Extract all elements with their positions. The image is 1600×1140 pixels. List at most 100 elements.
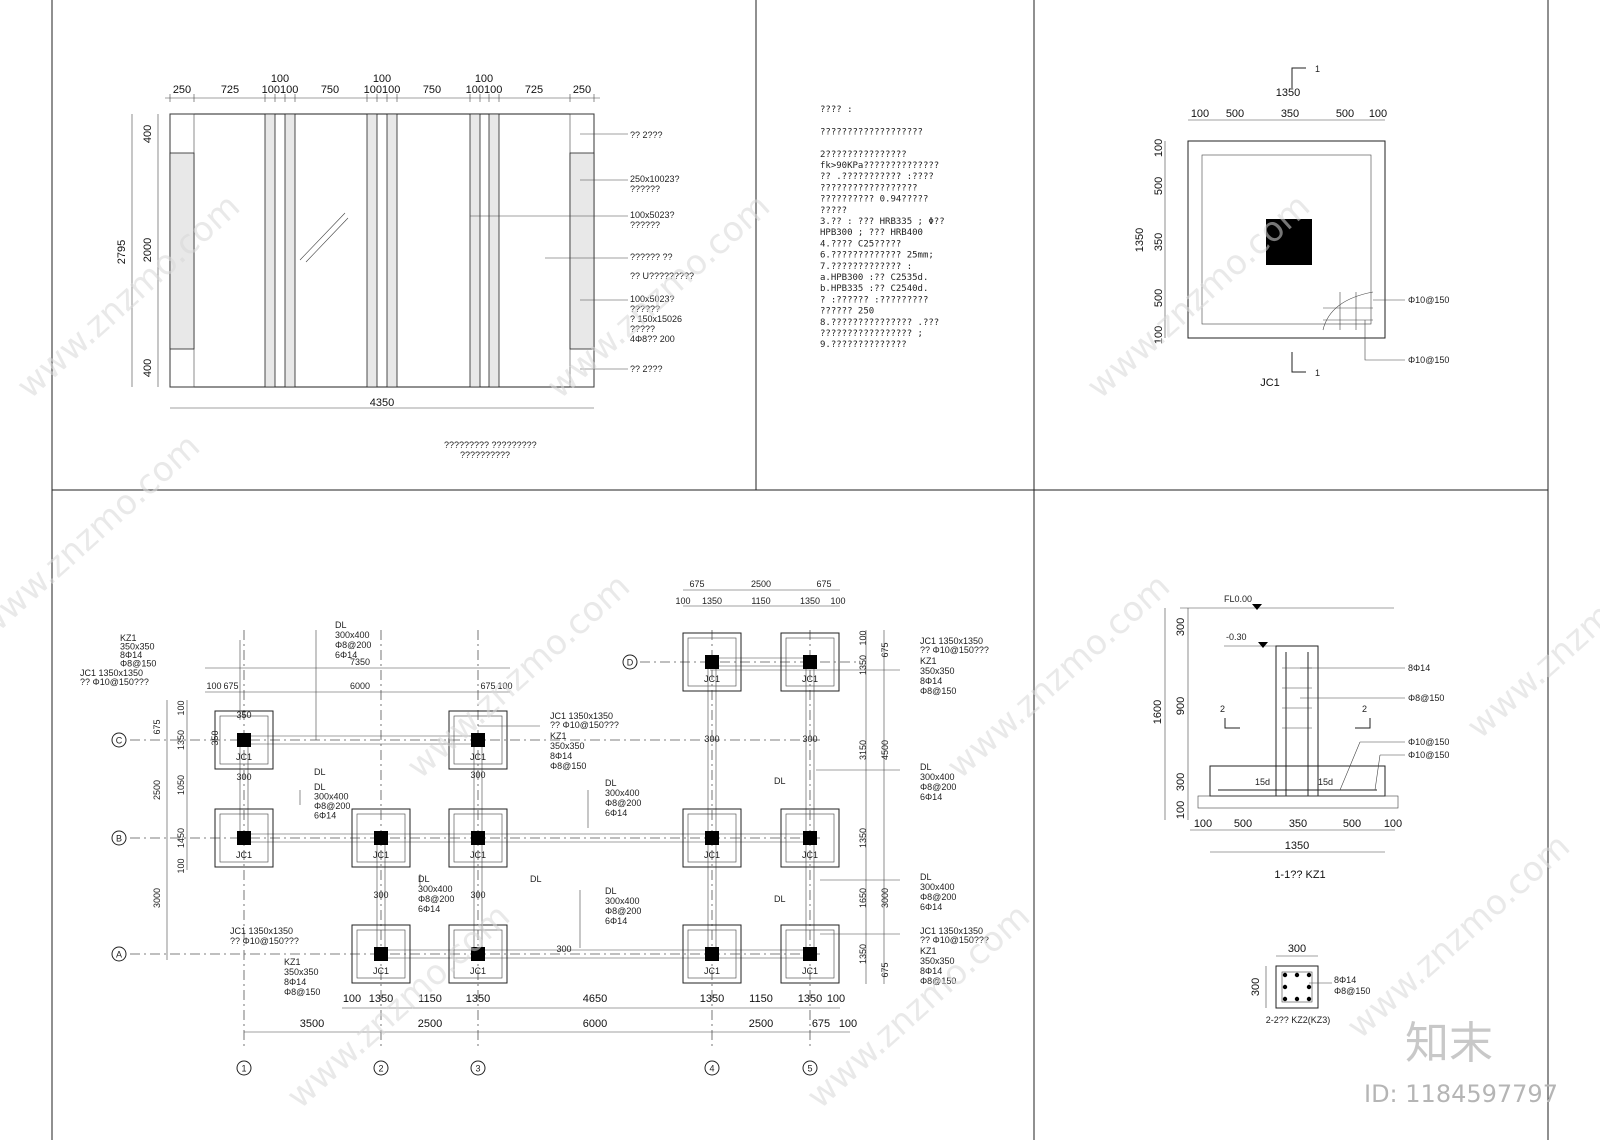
note-line-8: ?????????? 0.94????? [820, 195, 928, 205]
footing-section [1209, 765, 1386, 797]
kz1-label-c3-0: KZ1 [550, 731, 567, 741]
axis-bubble-5 [802, 1060, 818, 1076]
beam-width-0: 300 [236, 772, 251, 782]
plan-bottom-dim1-4: 4650 [583, 993, 607, 1005]
watermark-7: www.znzmo.com [279, 896, 518, 1117]
brand-logo: 知末 [1405, 1018, 1493, 1069]
jc1-rebar-label-2: Φ10@150 [1408, 355, 1449, 365]
anchor-left: 15d [1255, 777, 1270, 787]
footing-jc1-10 [780, 924, 840, 984]
axis-bubble-3 [470, 1060, 486, 1076]
section-mark-bottom-label: 1 [1315, 368, 1320, 378]
plan-bottom-dim1-5: 1350 [700, 993, 724, 1005]
watermark-9: www.znzmo.com [1339, 826, 1578, 1047]
jc1-label-c3-0: JC1 1350x1350 [550, 711, 613, 721]
footing-jc1-12 [780, 632, 840, 692]
dl-label-a1-0: DL [418, 874, 430, 884]
top-dim-6: 100100 [364, 84, 401, 96]
sec-left-300-top: 300 [1175, 618, 1187, 636]
note-line-14: 7.????????????? : [820, 262, 912, 272]
footing-jc1-8 [448, 924, 508, 984]
right-post-hatch [569, 152, 595, 350]
plan-bottom-dim1-1: 1350 [369, 993, 393, 1005]
dl-label-r2-1: 300x400 [920, 882, 955, 892]
note-line-6: ?? .??????????? :???? [820, 172, 934, 182]
sec-bottom-dim-3: 500 [1343, 818, 1361, 830]
axis-label-C: C [116, 736, 123, 746]
section-mark-top-label: 1 [1315, 64, 1320, 74]
column-kz1-8 [471, 947, 485, 961]
dl-short-b0: DL [314, 767, 326, 777]
footing-jc1-0 [214, 710, 274, 770]
plan-bottom-dim2-1: 2500 [418, 1018, 442, 1030]
note-line-2: ??????????????????? [820, 127, 923, 137]
note-line-5: fk>90KPa?????????????? [820, 161, 939, 171]
top-dim-5: 100 [373, 73, 391, 85]
note-line-9: ????? [820, 206, 847, 216]
column-2-2 [1275, 965, 1319, 1009]
plan-left-dim-6: 1450 [176, 828, 186, 848]
dl-label-b2-3: 6Φ14 [605, 808, 627, 818]
kz1-label-a5-1: 350x350 [920, 956, 955, 966]
callout-5: ?????? [630, 220, 660, 230]
plan-top-left-dim-4: 675 [480, 681, 495, 691]
watermark-8: www.znzmo.com [799, 896, 1038, 1117]
jc1-rebar-arc [1322, 291, 1374, 331]
plan-bottom-dim1-0: 100 [343, 993, 361, 1005]
sec-left-100: 100 [1175, 801, 1187, 819]
sec22-rebar-1: 8Φ14 [1334, 975, 1356, 985]
sec-left-900: 900 [1175, 697, 1187, 715]
top-dim-0: 250 [173, 84, 191, 96]
note-line-13: 6.????????????? 25mm; [820, 251, 934, 261]
plan-left-dim-3: 350 [210, 730, 220, 745]
axis-label-D: D [627, 658, 634, 668]
footing-jc1-9 [682, 924, 742, 984]
kz1-label-c3-2: 8Φ14 [550, 751, 572, 761]
sec-bottom-total: 1350 [1285, 840, 1309, 852]
column-kz1-0 [237, 733, 251, 747]
jc1-label-tl-0: JC1 1350x1350 [80, 668, 143, 678]
jc1-top-dim-1: 500 [1226, 108, 1244, 120]
jc1-title: JC1 [1260, 377, 1280, 389]
glass-mark [299, 212, 346, 261]
kz1-label-d5-3: Φ8@150 [920, 686, 956, 696]
kz1-label-a1-1: 350x350 [284, 967, 319, 977]
footing-jc1-1 [448, 710, 508, 770]
jc1-top-dim-4: 100 [1369, 108, 1387, 120]
sec-bottom-dim-4: 100 [1384, 818, 1402, 830]
note-line-0: ???? : [820, 105, 853, 115]
plan-top-right-dim-1: 2500 [751, 579, 771, 589]
dl-label-b1-3: 6Φ14 [314, 811, 336, 821]
jc1-label-a5-0: JC1 1350x1350 [920, 926, 983, 936]
axis-label-A: A [116, 950, 122, 960]
jc1-label-a1-1: ?? Φ10@150??? [230, 936, 299, 946]
kz1-label-d5-2: 8Φ14 [920, 676, 942, 686]
rebar-phi10-150-a: Φ10@150 [1408, 737, 1449, 747]
left-dim-2000: 2000 [142, 238, 154, 262]
fl-label: FL0.00 [1224, 594, 1252, 604]
column-kz1-4 [471, 831, 485, 845]
dl-label-a2-2: Φ8@200 [605, 906, 641, 916]
sec22-left-dim: 300 [1250, 978, 1262, 996]
jc1-top-dim-3: 500 [1336, 108, 1354, 120]
col-size-label: 350 [236, 710, 251, 720]
plan-right-dim-2: 675 [880, 642, 890, 657]
plan-left-dim-8: 3000 [152, 888, 162, 908]
dl-label-b1-0: DL [314, 782, 326, 792]
footing-label-4: JC1 [470, 850, 486, 860]
callout-3: ?????? [630, 184, 660, 194]
callout-7: ?? U????????? [630, 271, 694, 281]
footing-label-11: JC1 [704, 674, 720, 684]
jc1-left-total: 1350 [1134, 228, 1146, 252]
dl-label-r2-2: Φ8@200 [920, 892, 956, 902]
beam-width-1: 300 [373, 890, 388, 900]
column-section [1275, 645, 1319, 797]
axis-label-2: 2 [378, 1064, 383, 1074]
plan-left-dim-2: 1350 [176, 730, 186, 750]
dl-label-top-2: Φ8@200 [335, 640, 371, 650]
jc1-top-total: 1350 [1276, 87, 1300, 99]
minus-label: -0.30 [1226, 632, 1247, 642]
caption-line-1: ????????? ????????? [444, 440, 537, 450]
